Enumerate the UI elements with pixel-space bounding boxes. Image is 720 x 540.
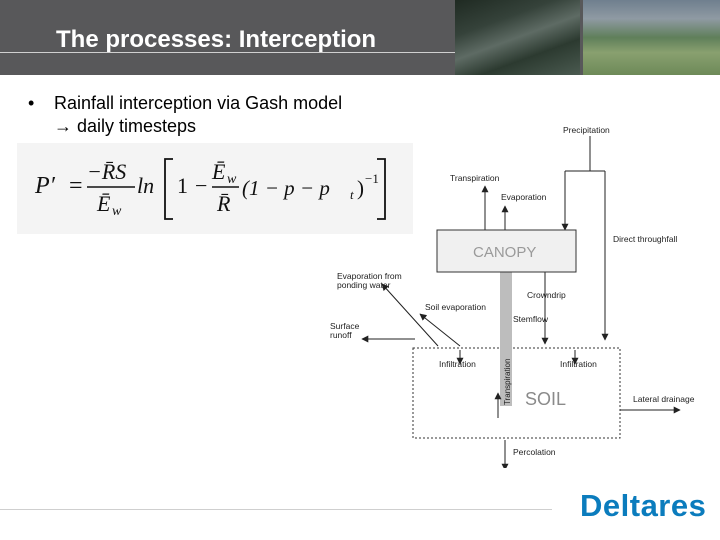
formula-equals: = (69, 173, 83, 199)
bullet-marker: • (28, 93, 35, 113)
label-evap-ponding-1: Evaporation from (337, 271, 402, 281)
formula-lhs: P′ (34, 173, 56, 199)
interception-diagram: Precipitation Transpiration Evaporation … (330, 125, 695, 468)
gash-formula: P′ = −R̄S Ē w ln 1 − Ē w R̄ (1 − p − p t… (34, 158, 386, 220)
formula-num-right-sub: w (227, 172, 237, 187)
title-underline (0, 52, 470, 53)
label-evaporation: Evaporation (501, 192, 547, 202)
label-canopy: CANOPY (473, 244, 536, 261)
label-surface-runoff-2: runoff (330, 330, 352, 340)
bracket-right (377, 158, 386, 220)
label-transpiration-vertical: Transpiration (503, 359, 512, 405)
formula-one: 1 (177, 173, 188, 198)
title-bar: The processes: Interception (0, 0, 720, 75)
formula-den-left-sub: w (112, 204, 122, 219)
soil-box (412, 347, 621, 439)
formula-background (17, 143, 413, 234)
label-transpiration-top: Transpiration (450, 173, 500, 183)
formula-num-right: Ē (211, 159, 226, 184)
formula-paren-sub: t (350, 187, 354, 202)
label-soil: SOIL (525, 389, 566, 409)
label-soil-evaporation: Soil evaporation (425, 302, 486, 312)
formula-den-right: R̄ (216, 191, 231, 216)
footer-divider (0, 509, 552, 510)
bullet-text: Rainfall interception via Gash model → d… (54, 93, 343, 136)
formula-paren-expr: (1 − p − p (242, 176, 330, 200)
label-precipitation: Precipitation (563, 125, 610, 135)
header-photo-landscape (583, 0, 720, 75)
formula-ln: ln (137, 173, 154, 198)
label-crowndrip: Crowndrip (527, 290, 566, 300)
tree-trunk (500, 272, 512, 406)
formula-paren-close: ) (357, 176, 364, 200)
label-evap-ponding-2: ponding water (337, 280, 391, 290)
formula-minus: − (195, 173, 207, 198)
formula-den-left: Ē (96, 191, 111, 216)
label-percolation: Percolation (513, 447, 556, 457)
label-stemflow: Stemflow (513, 314, 549, 324)
label-lateral-drainage: Lateral drainage (633, 394, 695, 404)
label-direct-throughfall: Direct throughfall (613, 234, 677, 244)
page-title: The processes: Interception (56, 26, 377, 53)
deltares-logo: Deltares (580, 488, 707, 523)
label-surface-runoff-1: Surface (330, 321, 360, 331)
label-infiltration-left: Infiltration (439, 359, 476, 369)
bracket-left (164, 158, 173, 220)
header-photo-bridge (455, 0, 580, 75)
formula-num-left: −R̄S (87, 159, 126, 184)
formula-exponent: −1 (365, 171, 379, 186)
label-infiltration-right: Infiltration (560, 359, 597, 369)
canopy-box (436, 229, 577, 273)
